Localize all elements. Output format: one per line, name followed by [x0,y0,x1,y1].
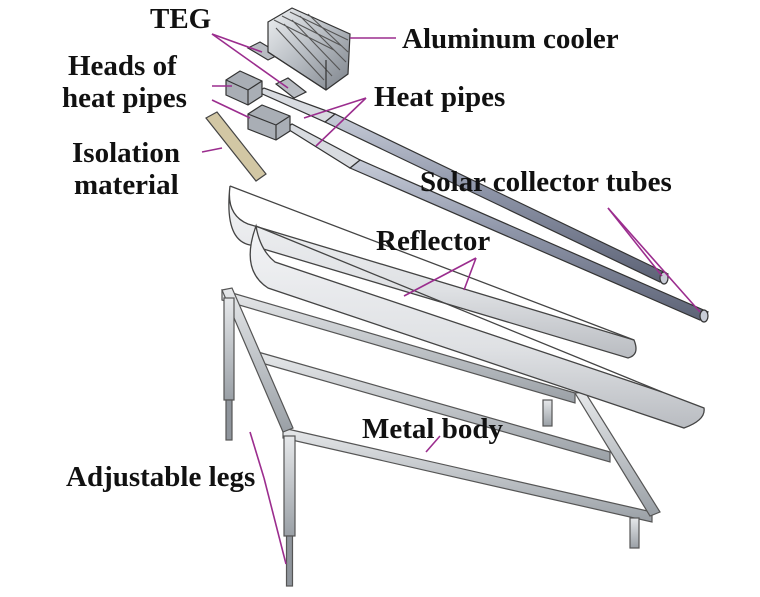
leader-heat-pipes-1 [303,97,367,119]
cooler-fins [273,11,349,81]
label-teg: TEG [150,3,211,35]
adjustable-leg-back-lower [225,399,233,441]
adjustable-leg-front-lower [285,535,294,587]
frame-back-rail [221,289,576,404]
leader-heat-pipes-2 [315,97,367,147]
frame-front-rail [282,427,653,523]
heads-of-heat-pipes [225,70,291,141]
frame-leg-right-back [542,399,553,427]
label-heads-line1: Heads of [68,50,177,82]
reflector-trough-front [249,223,705,429]
label-isolation-line1: Isolation [72,137,180,169]
label-isolation-line2: material [74,169,179,201]
leader-teg [211,33,263,53]
tube-lower-end [699,309,709,323]
reflector-trough-back [228,185,637,359]
frame-left-rail [221,287,294,433]
leader-lines [201,33,701,565]
leader-isolation [201,147,223,153]
isolation-material-plate [205,111,267,182]
leader-legs-1 [249,431,265,479]
leader-legs-2 [263,477,287,565]
adjustable-leg-back-upper [223,297,235,401]
aluminum-cooler [267,7,351,91]
label-aluminum-cooler: Aluminum cooler [402,23,619,55]
label-reflector: Reflector [376,225,490,257]
cooler-body [267,7,351,91]
leader-reflector-2 [463,257,477,291]
leader-tubes-2 [607,207,701,313]
leader-teg-2 [211,33,289,89]
teg-module-lower [274,77,308,99]
adjustable-leg-front-upper [283,435,296,537]
leader-metal-body [425,435,441,453]
frame-leg-right-front [629,517,640,549]
leader-reflector-1 [403,257,477,297]
reflector [228,185,705,429]
label-metal-body: Metal body [362,413,503,445]
label-solar-collector-tubes: Solar collector tubes [420,166,672,198]
labels: TEG Aluminum cooler Heads of heat pipes … [62,3,672,493]
label-heads-line2: heat pipes [62,82,187,114]
adjustable-legs [223,297,296,587]
solar-collector-tubes [323,113,710,323]
teg-modules [246,41,308,99]
leader-heads-2 [211,99,251,119]
label-adjustable-legs: Adjustable legs [66,461,255,493]
metal-body-frame [221,287,661,549]
label-heat-pipes: Heat pipes [374,81,505,113]
